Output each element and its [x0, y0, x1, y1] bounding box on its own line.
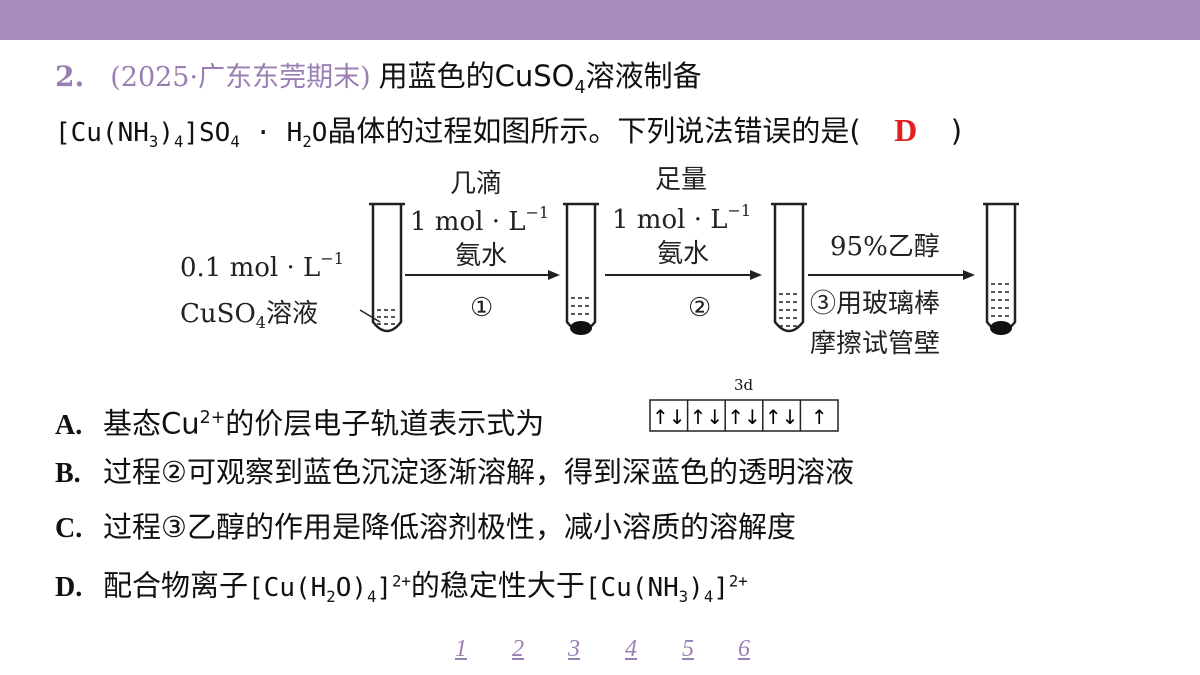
step2-amount: 足量 — [655, 165, 707, 195]
option-a-charge: 2+ — [199, 408, 226, 428]
option-d-text-2: 的稳定性大于 — [410, 568, 585, 603]
experiment-diagram: 0.1 mol · L−1 CuSO4溶液 几滴 1 mol · L−1 氨水 … — [180, 165, 1019, 359]
question-stem-line2: [Cu(NH3)4]SO4 · H2O晶体的过程如图所示。下列说法错误的是( D) — [55, 110, 962, 162]
option-a-letter: A. — [55, 409, 83, 441]
step2-reagent: 氨水 — [657, 239, 709, 269]
crystals — [990, 321, 1012, 335]
start-concentration: 0.1 mol · L−1 — [180, 249, 344, 283]
orbital-box-1: ↑↓ — [652, 405, 686, 429]
step3-desc-line2: 摩擦试管壁 — [810, 329, 940, 359]
option-d-text: 配合物离子 — [103, 568, 249, 603]
close-paren: ) — [950, 114, 963, 148]
step3-desc-line1: ③用玻璃棒 — [810, 289, 940, 319]
option-d: D. 配合物离子[Cu(H2O)4]2+的稳定性大于[Cu(NH3)4]2+ — [55, 561, 748, 617]
option-a: A. 基态Cu2+的价层电子轨道表示式为 — [55, 398, 544, 446]
step1-concentration: 1 mol · L−1 — [410, 203, 549, 237]
step2-concentration: 1 mol · L−1 — [612, 201, 751, 235]
question-number: 2. — [55, 60, 85, 93]
option-c-text: 过程③乙醇的作用是降低溶剂极性，减小溶质的溶解度 — [103, 510, 796, 544]
option-b-letter: B. — [55, 458, 81, 489]
option-c: C. 过程③乙醇的作用是降低溶剂极性，减小溶质的溶解度 — [55, 507, 796, 549]
option-b: B. 过程②可观察到蓝色沉淀逐渐溶解，得到深蓝色的透明溶液 — [55, 452, 854, 494]
orbital-diagram: ↑↓ ↑↓ ↑↓ ↑↓ ↑ — [649, 399, 839, 432]
orbital-label: 3d — [734, 376, 754, 394]
stem-text-2: 晶体的过程如图所示。下列说法错误的是( — [327, 114, 861, 148]
step1-reagent: 氨水 — [455, 241, 507, 271]
formula-aqua-complex: [Cu(H2O)4]2+ — [248, 572, 411, 606]
step1-amount: 几滴 — [450, 169, 502, 199]
header-bar — [0, 0, 1200, 40]
step1-number: ① — [470, 293, 493, 323]
test-tube-3 — [771, 202, 807, 333]
option-d-letter: D. — [55, 571, 83, 603]
option-c-letter: C. — [55, 513, 83, 544]
step3-reagent: 95%乙醇 — [830, 232, 940, 262]
page-link-3[interactable]: 3 — [568, 636, 580, 662]
option-a-text-2: 的价层电子轨道表示式为 — [225, 406, 545, 441]
question-stem-line1: 2. (2025·广东东莞期末)用蓝色的CuSO4溶液制备 — [55, 56, 702, 108]
arrow-head-2 — [750, 270, 762, 280]
question-source: (2025·广东东莞期末) — [110, 62, 371, 93]
test-tube-1 — [369, 202, 405, 333]
page-link-5[interactable]: 5 — [682, 636, 694, 662]
arrow-head-3 — [963, 270, 975, 280]
page-link-4[interactable]: 4 — [625, 636, 637, 662]
arrow-head-1 — [548, 270, 560, 280]
orbital-box-3: ↑↓ — [727, 405, 761, 429]
test-tube-2 — [563, 202, 599, 335]
start-reagent: CuSO4溶液 — [180, 299, 318, 332]
precipitate — [570, 321, 592, 335]
page-link-1[interactable]: 1 — [455, 636, 467, 662]
option-a-text: 基态Cu — [103, 406, 200, 441]
stem-text: 用蓝色的CuSO4溶液制备 — [378, 59, 702, 98]
orbital-box-4: ↑↓ — [765, 405, 799, 429]
page-link-6[interactable]: 6 — [738, 636, 750, 662]
test-tube-4 — [983, 202, 1019, 335]
option-b-text: 过程②可观察到蓝色沉淀逐渐溶解，得到深蓝色的透明溶液 — [103, 455, 854, 489]
answer-letter: D — [894, 112, 918, 148]
product-formula: [Cu(NH3)4]SO4 · H2O — [55, 118, 328, 152]
page-link-2[interactable]: 2 — [512, 636, 524, 662]
orbital-box-2: ↑↓ — [690, 405, 724, 429]
formula-ammine-complex: [Cu(NH3)4]2+ — [584, 572, 748, 606]
step2-number: ② — [688, 293, 711, 323]
orbital-box-5: ↑ — [811, 405, 828, 429]
